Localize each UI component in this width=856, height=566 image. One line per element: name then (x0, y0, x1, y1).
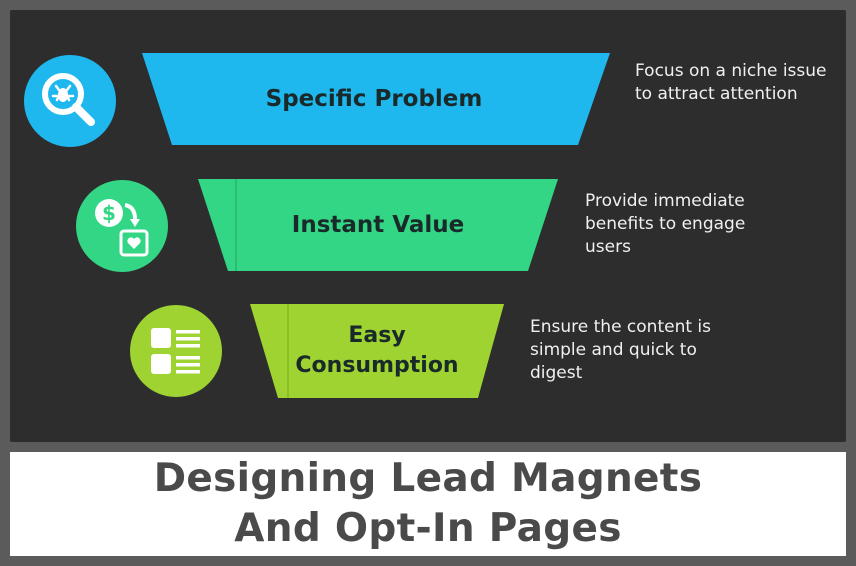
stage-3-description: Ensure the content is simple and quick t… (530, 317, 711, 383)
stage-2-description: Provide immediate benefits to engage use… (585, 191, 746, 257)
money-gift-icon: $ (95, 199, 149, 257)
svg-text:$: $ (102, 201, 116, 225)
stage-3-label: Easy Consumption (295, 323, 459, 378)
caption-title-line-1: Designing Lead Magnets (153, 456, 703, 501)
stage-2-label: Instant Value (291, 212, 465, 238)
stage-2-trapezoid (198, 179, 558, 271)
search-bug-icon (42, 73, 95, 126)
stage-2-icon-circle: $ (76, 180, 168, 272)
stage-3-icon-circle (130, 305, 222, 397)
caption-banner: Designing Lead Magnets And Opt-In Pages (10, 452, 846, 556)
stage-1-trapezoid (142, 53, 610, 145)
stage-1-icon-circle (24, 55, 116, 147)
stage-1-description: Focus on a niche issue to attract attent… (635, 61, 827, 104)
caption-title-line-2: And Opt-In Pages (234, 506, 622, 551)
list-layout-icon (151, 328, 200, 374)
stage-3-trapezoid (250, 304, 504, 398)
diagram-panel: Specific Problem Focus on a niche issue … (10, 10, 846, 442)
stage-1-label: Specific Problem (265, 86, 483, 112)
